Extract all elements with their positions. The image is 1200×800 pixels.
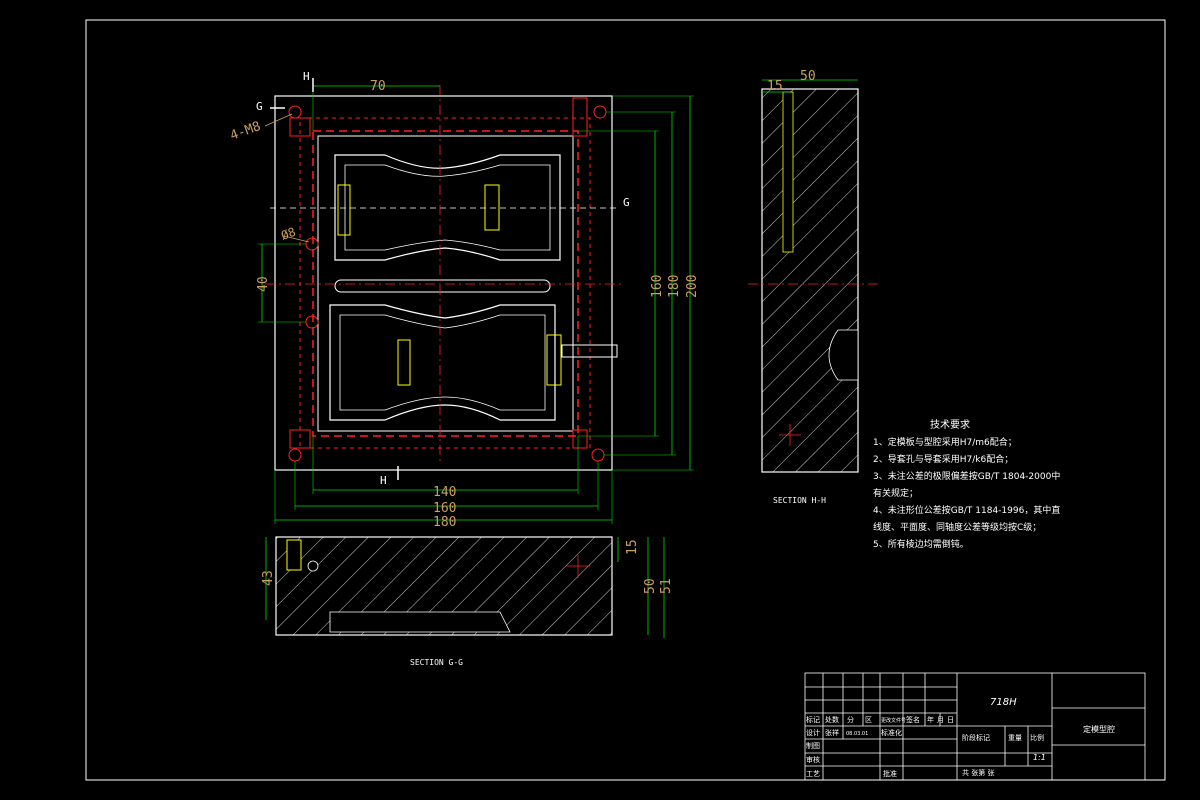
corner-block-br [572,429,588,449]
hdr-zone: 区 [865,716,872,724]
designer-name: 张祥 [825,728,839,737]
pocket-outer-hidden [299,117,591,449]
approve-label: 批准 [883,769,897,778]
section-g-left-label: G [256,100,263,113]
lower-insert-left [397,339,411,386]
scale-value: 1:1 [1033,753,1046,762]
dim-text-70: 70 [370,79,386,94]
tech-item-5: 5、所有棱边均需倒钝。 [873,538,969,550]
section-h-top-label: H [303,70,310,83]
runner-right [561,344,618,358]
dim-text-40: 40 [256,276,271,292]
stage-label: 阶段标记 [962,733,990,742]
dim-text-15: 15 [625,539,640,555]
dim-text-51: 51 [659,578,674,594]
hdr-count: 处数 [825,715,839,724]
dim-text-200v: 200 [685,275,700,298]
dim-text-160v: 160 [650,275,665,298]
section-hh-notch [828,329,859,381]
cavity-upper-inner [344,164,551,251]
cavity-upper [334,154,561,261]
pocket-outline [317,135,574,432]
hdr-section: 分 [847,715,854,724]
draw-label: 制图 [806,741,820,750]
section-hh-title: SECTION H-H [773,496,826,505]
section-gg-title: SECTION G-G [410,658,463,667]
bolt-hole-tr [593,105,607,119]
upper-insert-left [337,184,351,236]
sheets-label: 共 张第 张 [962,768,994,777]
corner-block-bl [289,429,311,449]
section-hh-view: 50 15 SECTION H-H [748,69,880,505]
bolt-hole-bl [288,448,302,462]
dim-text-180h: 180 [433,515,456,530]
upper-insert-right [484,184,500,231]
bolt-hole-tl [288,105,302,119]
section-hh-slot [782,91,794,253]
tech-title: 技术要求 [930,418,970,431]
dim-text-hh-50: 50 [800,69,816,84]
hdr-day: 日 [947,716,954,724]
section-hh-body [761,88,859,473]
section-h-bottom-label: H [380,474,387,487]
dim-text-43: 43 [261,570,276,586]
dim-text-180v: 180 [667,275,682,298]
hdr-month: 月 [937,716,944,724]
dim-text-hh-15: 15 [767,79,783,94]
hdr-year: 年 [927,715,934,724]
tech-requirements: 技术要求 1、定模板与型腔采用H7/m6配合； 2、导套孔与导套采用H7/k6配… [873,418,1060,550]
lower-insert-right [546,334,562,386]
drawing-border [85,19,1166,781]
tech-item-3: 3、未注公差的极限偏差按GB/T 1804-2000中 [873,470,1060,482]
material-label: 718H [990,697,1017,708]
pocket-hidden-outline [312,130,579,437]
drawing-name: 定模型腔 [1083,724,1115,734]
tech-item-4: 4、未注形位公差按GB/T 1184-1996，其中直 [873,504,1060,516]
guide-hole-lower [305,315,319,329]
cavity-lower [329,304,556,421]
hole-note-dia8: Ø8 [279,225,297,243]
process-label: 工艺 [806,770,820,778]
hdr-change-doc: 更改文件号 [881,717,906,724]
design-date: 08.03.01 [846,731,868,737]
tech-item-2: 2、导套孔与导套采用H7/k6配合； [873,453,1013,465]
hdr-sign: 签名 [906,715,920,724]
title-block-text: 718H 定模型腔 1:1 标记 处数 分 区 更改文件号 签名 年 月 日 设… [806,697,1115,778]
section-gg-recess [329,611,511,633]
tech-item-3b: 有关规定； [873,487,918,499]
tech-item-4b: 线度、平面度、同轴度公差等级均按C级； [873,521,1041,533]
tech-item-1: 1、定模板与型腔采用H7/m6配合； [873,436,1017,448]
bolt-hole-br [591,448,605,462]
designer-label: 设计 [806,728,820,737]
central-runner [334,279,551,293]
plan-view: H H G G 4-M8 Ø8 70 40 160 180 200 140 16… [228,70,700,530]
plate-outline [274,95,613,471]
section-gg-view: 43 15 50 51 SECTION G-G [261,536,674,667]
std-label: 标准化 [881,728,902,737]
corner-block-tl [289,117,311,137]
title-block [804,672,1146,781]
dim-text-50: 50 [643,578,658,594]
corner-block-tr [572,97,588,137]
leader-m8 [264,113,293,127]
section-g-right-label: G [623,196,630,209]
title-block-frame [804,672,1146,781]
cavity-lower-inner [339,314,546,411]
hdr-mark: 标记 [806,715,820,724]
dim-text-160h: 160 [433,501,456,516]
section-gg-bolt [286,539,302,571]
section-gg-hole [307,560,319,572]
guide-hole-upper [305,237,319,251]
hole-note-m8: 4-M8 [228,119,263,144]
leader-dia8 [283,235,310,243]
dim-text-140: 140 [433,485,456,500]
check-label: 审核 [806,755,820,764]
scale-label: 比例 [1030,733,1044,742]
weight-label: 重量 [1008,734,1022,742]
